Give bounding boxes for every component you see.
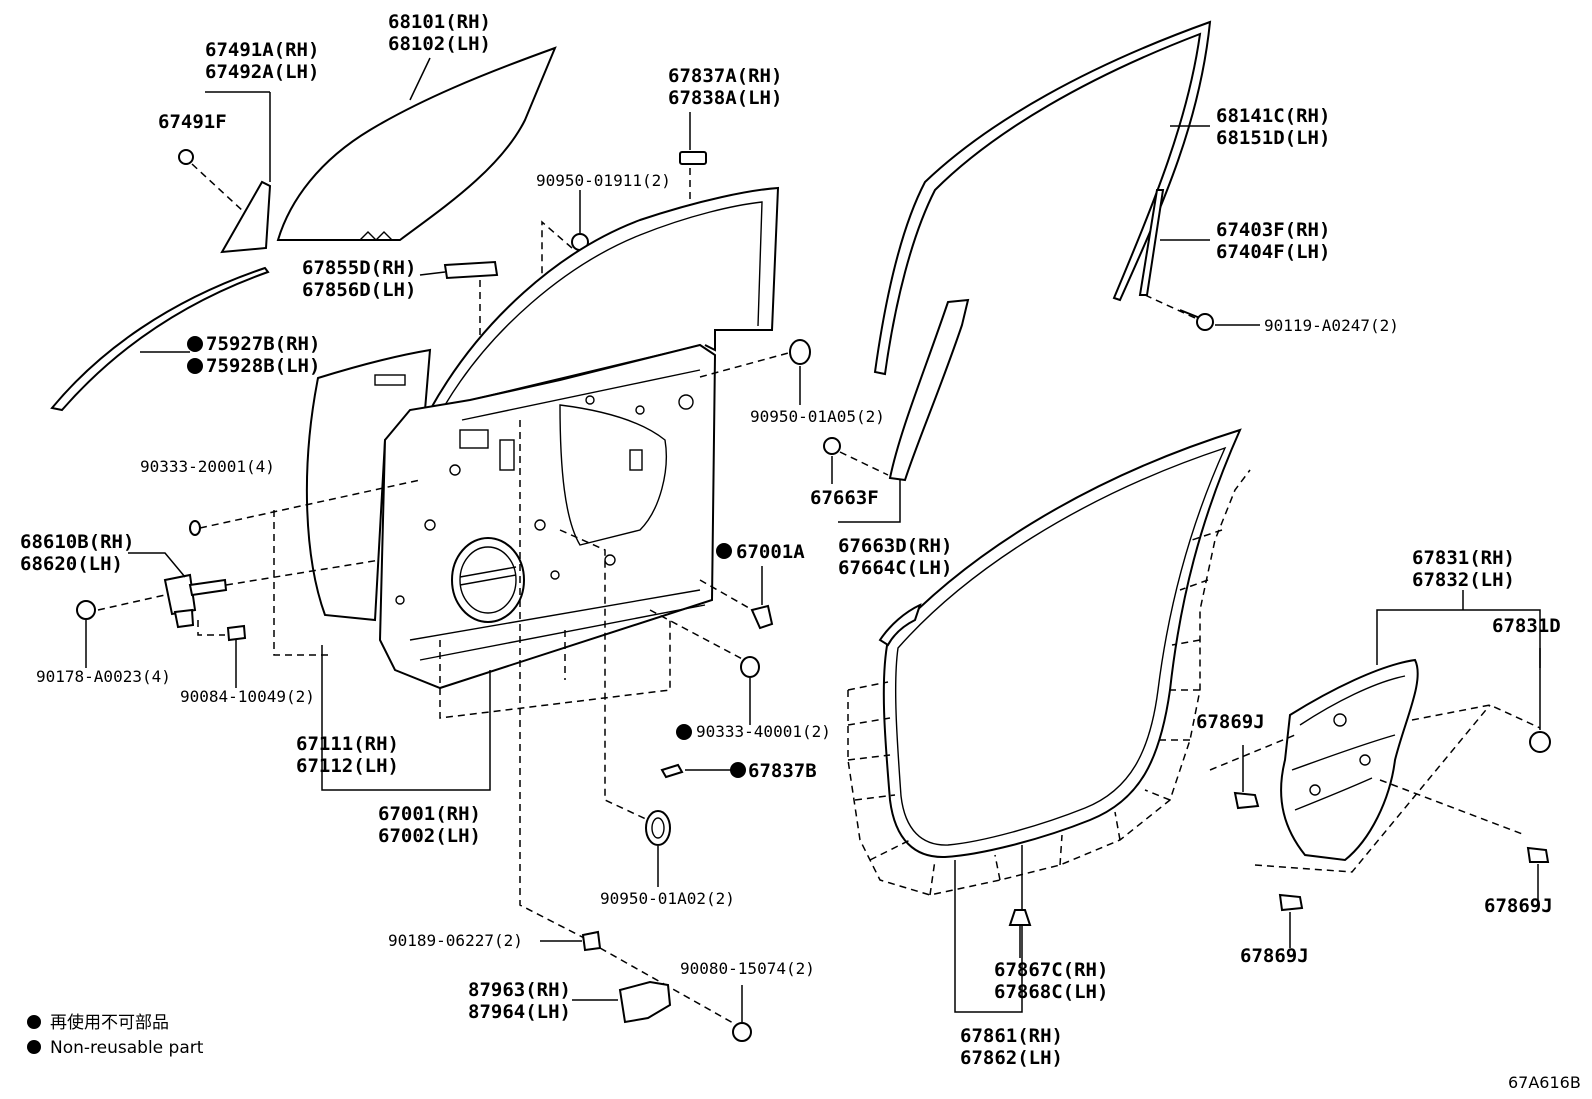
- label-67867c: 67867C(RH): [994, 959, 1108, 981]
- grommet-01a02-icon[interactable]: [645, 810, 671, 846]
- weatherstrip-part[interactable]: [882, 428, 1242, 859]
- label-90084: 90084-10049(2): [180, 687, 315, 706]
- clip-67867c-icon[interactable]: [1008, 909, 1032, 926]
- label-67832: 67832(LH): [1412, 569, 1515, 591]
- label-67664c: 67664C(LH): [838, 557, 952, 579]
- label-90950-01a02: 90950-01A02(2): [600, 889, 735, 908]
- non-reusable-dot-icon: [730, 762, 746, 778]
- legend-jp-text: 再使用不可部品: [50, 1012, 169, 1033]
- label-68620: 68620(LH): [20, 553, 123, 575]
- label-67112: 67112(LH): [296, 755, 399, 777]
- label-67491f: 67491F: [158, 111, 227, 133]
- label-67002: 67002(LH): [378, 825, 481, 847]
- clip-67869j-b-icon[interactable]: [1526, 846, 1550, 863]
- label-67837a: 67837A(RH): [668, 65, 782, 87]
- bracket-67855d-part[interactable]: [443, 260, 499, 280]
- label-67403f: 67403F(RH): [1216, 219, 1330, 241]
- clip-67663f-icon[interactable]: [823, 437, 841, 455]
- label-75928b: 75928B(LH): [206, 355, 320, 377]
- clip-67831d-icon[interactable]: [1529, 731, 1551, 753]
- label-87963: 87963(RH): [468, 979, 571, 1001]
- label-67111: 67111(RH): [296, 733, 399, 755]
- non-reusable-dot-icon: [716, 543, 732, 559]
- label-67663d: 67663D(RH): [838, 535, 952, 557]
- non-reusable-dot-icon: [187, 336, 203, 352]
- label-90333-40001: 90333-40001(2): [696, 722, 831, 741]
- label-67868c: 67868C(LH): [994, 981, 1108, 1003]
- clip-67491f-icon[interactable]: [178, 149, 194, 165]
- label-75927b: 75927B(RH): [206, 333, 320, 355]
- non-reusable-dot-icon: [27, 1040, 41, 1054]
- label-67831d: 67831D: [1492, 615, 1561, 637]
- molding-strip-part[interactable]: [50, 266, 270, 412]
- bolt-90119-icon[interactable]: [1179, 309, 1214, 331]
- label-68141c: 68141C(RH): [1216, 105, 1330, 127]
- hinge-68610b-part[interactable]: [163, 573, 228, 629]
- garnish-67663d-part[interactable]: [888, 298, 970, 482]
- label-90950-01a05: 90950-01A05(2): [750, 407, 885, 426]
- label-90080: 90080-15074(2): [680, 959, 815, 978]
- non-reusable-dot-icon: [187, 358, 203, 374]
- plug-20001-icon[interactable]: [189, 520, 201, 536]
- label-67861: 67861(RH): [960, 1025, 1063, 1047]
- label-67869j-c: 67869J: [1240, 945, 1309, 967]
- label-67837b: 67837B: [748, 760, 817, 782]
- stopper-67001a-icon[interactable]: [750, 604, 774, 630]
- service-cover-67831-part[interactable]: [1280, 658, 1419, 862]
- clip-67869j-c-icon[interactable]: [1278, 893, 1304, 912]
- label-68101: 68101(RH): [388, 11, 491, 33]
- bolt-90080-icon[interactable]: [732, 1022, 752, 1042]
- corner-piece-part[interactable]: [220, 180, 272, 254]
- label-67869j-b: 67869J: [1484, 895, 1553, 917]
- label-67855d: 67855D(RH): [302, 257, 416, 279]
- label-90119: 90119-A0247(2): [1264, 316, 1399, 335]
- label-67492a: 67492A(LH): [205, 61, 319, 83]
- label-67869j-a: 67869J: [1196, 711, 1265, 733]
- label-67856d: 67856D(LH): [302, 279, 416, 301]
- label-67491a: 67491A(RH): [205, 39, 319, 61]
- label-68151d: 68151D(LH): [1216, 127, 1330, 149]
- non-reusable-dot-icon: [676, 724, 692, 740]
- non-reusable-dot-icon: [27, 1015, 41, 1029]
- label-90950-01911: 90950-01911(2): [536, 171, 671, 190]
- label-90333-20001: 90333-20001(4): [140, 457, 275, 476]
- clip-90189-icon[interactable]: [581, 930, 602, 952]
- label-67001: 67001(RH): [378, 803, 481, 825]
- clip-67837b-icon[interactable]: [660, 763, 684, 779]
- label-90178: 90178-A0023(4): [36, 667, 171, 686]
- label-87964: 87964(LH): [468, 1001, 571, 1023]
- label-68102: 68102(LH): [388, 33, 491, 55]
- door-glass-part[interactable]: [276, 46, 557, 241]
- label-67663f: 67663F: [810, 487, 879, 509]
- label-67831: 67831(RH): [1412, 547, 1515, 569]
- legend-en-text: Non-reusable part: [50, 1038, 204, 1058]
- bracket-87963-part[interactable]: [618, 980, 672, 1024]
- bolt-90084-icon[interactable]: [226, 624, 247, 642]
- channel-67403f-part[interactable]: [1138, 189, 1165, 296]
- grommet-01a05-icon[interactable]: [789, 339, 811, 365]
- label-90189: 90189-06227(2): [388, 931, 523, 950]
- label-67838a: 67838A(LH): [668, 87, 782, 109]
- clip-67837a-part[interactable]: [679, 151, 707, 165]
- run-channel-part[interactable]: [873, 20, 1212, 376]
- label-67001a: 67001A: [736, 541, 805, 563]
- label-68610b: 68610B(RH): [20, 531, 134, 553]
- door-frame-assembly[interactable]: [305, 186, 780, 690]
- diagram-ref-code: 67A616B: [1508, 1073, 1581, 1092]
- bolt-90178-icon[interactable]: [76, 600, 96, 620]
- clip-67869j-a-icon[interactable]: [1233, 791, 1260, 810]
- label-67862: 67862(LH): [960, 1047, 1063, 1069]
- label-67404f: 67404F(LH): [1216, 241, 1330, 263]
- plug-40001-icon[interactable]: [740, 656, 760, 678]
